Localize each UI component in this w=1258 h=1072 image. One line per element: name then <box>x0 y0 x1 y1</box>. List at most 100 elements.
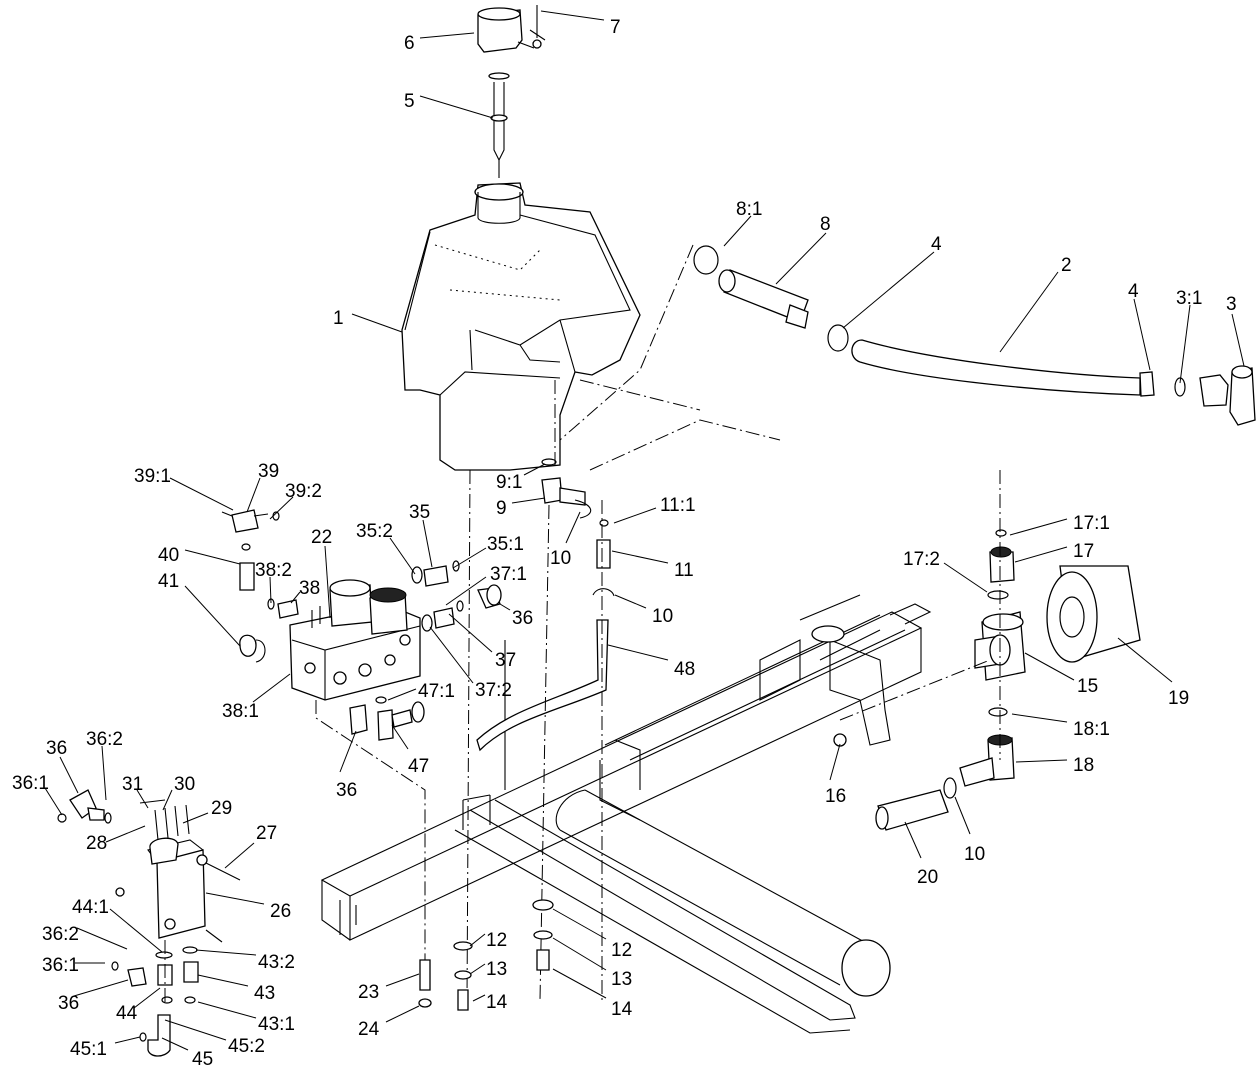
callout-leader <box>1014 546 1068 563</box>
callout-leader <box>339 730 357 773</box>
callout-leader <box>385 973 420 987</box>
callout-label: 8 <box>820 214 831 235</box>
callout-leader <box>164 1019 227 1041</box>
callout-label: 41 <box>158 571 179 592</box>
callout-label: 23 <box>358 982 379 1003</box>
callout-label: 36 <box>58 993 79 1014</box>
callout-leader <box>184 549 241 565</box>
callout-leader <box>197 974 249 987</box>
callout-label: 39 <box>258 461 279 482</box>
callout-label: 44 <box>116 1003 138 1024</box>
callout-label: 29 <box>211 798 232 819</box>
callout-leader <box>351 313 403 333</box>
callout-leader <box>552 968 607 999</box>
callout-label: 13 <box>611 969 632 990</box>
callout-label: 17:1 <box>1073 513 1110 534</box>
callout-leader <box>842 251 935 329</box>
callout-label: 2 <box>1061 255 1072 276</box>
lower-valve-block <box>57 789 241 1057</box>
callout-leader <box>269 576 272 604</box>
callout-label: 11:1 <box>660 495 696 516</box>
callout-leader <box>540 10 605 21</box>
callout-leader <box>389 537 416 575</box>
callout-label: 3:1 <box>1176 288 1202 309</box>
callout-leader <box>452 547 487 569</box>
callout-leader <box>419 32 475 39</box>
callout-label: 11 <box>674 560 694 581</box>
callout-leader <box>552 908 607 940</box>
callout-leader <box>324 545 331 619</box>
callout-label: 4 <box>931 234 942 255</box>
callout-label: 39:2 <box>285 481 322 502</box>
callout-leader <box>269 496 294 520</box>
filter-assembly <box>833 470 1141 831</box>
suction-hose-assembly <box>693 245 1256 426</box>
callout-leader <box>1009 518 1068 536</box>
callout-leader <box>614 594 647 609</box>
callout-leader <box>73 979 129 997</box>
callout-label: 30 <box>174 774 195 795</box>
callout-label: 24 <box>358 1019 380 1040</box>
routing-lines <box>559 244 781 471</box>
callout-label: 12 <box>486 930 507 951</box>
callout-leader <box>246 477 261 513</box>
callout-label: 9 <box>496 498 507 519</box>
callout-leader <box>469 933 486 947</box>
callout-label: 37:2 <box>475 680 512 701</box>
callout-label: 47:1 <box>418 681 455 702</box>
callout-leader <box>101 745 107 801</box>
callout-leader <box>44 787 63 816</box>
callout-label: 10 <box>652 606 673 627</box>
callout-label: 39:1 <box>134 466 171 487</box>
callout-leader <box>184 585 241 647</box>
callout-leader <box>775 232 827 285</box>
callout-label: 31 <box>122 774 143 795</box>
callout-leader <box>999 271 1059 353</box>
callout-leader <box>472 994 486 1002</box>
callout-leader <box>133 987 161 1009</box>
callout-label: 27 <box>256 823 277 844</box>
callout-leader <box>523 463 546 476</box>
callout-label: 37 <box>495 650 516 671</box>
callout-label: 36:2 <box>42 924 79 945</box>
callout-leader <box>387 688 417 701</box>
callout-label: 36:1 <box>42 955 79 976</box>
callout-label: 35:1 <box>487 534 524 555</box>
callout-leader-lines <box>44 10 1245 1051</box>
callout-label: 20 <box>917 867 938 888</box>
callout-leader <box>419 95 494 119</box>
callout-leader <box>904 821 922 859</box>
callout-leader <box>829 743 841 781</box>
callout-leader <box>448 613 493 653</box>
mount-hardware <box>418 899 554 1011</box>
callout-label: 45:1 <box>70 1039 107 1060</box>
callout-label: 13 <box>486 959 507 980</box>
callout-leader <box>552 937 607 971</box>
callout-label: 14 <box>486 992 508 1013</box>
callout-leader <box>469 963 486 975</box>
callout-label: 45:2 <box>228 1036 265 1057</box>
callout-leader <box>205 892 265 905</box>
callout-leader <box>195 949 257 956</box>
callout-label: 40 <box>158 545 179 566</box>
callout-label: 44:1 <box>72 897 109 918</box>
callout-label: 22 <box>311 527 332 548</box>
callout-label: 36 <box>512 608 533 629</box>
callout-label: 28 <box>86 833 107 854</box>
callout-label: 5 <box>404 91 415 112</box>
callout-leader <box>611 550 669 564</box>
callout-label: 48 <box>674 659 695 680</box>
callout-label: 7 <box>610 17 621 38</box>
callout-label: 14 <box>611 999 633 1020</box>
callout-leader <box>1024 652 1075 681</box>
callout-label: 36 <box>46 738 67 759</box>
hydraulic-tank <box>401 182 641 471</box>
callout-label: 38:2 <box>255 560 292 581</box>
callout-label: 43:2 <box>258 952 295 973</box>
callout-leader <box>607 644 669 661</box>
callout-label: 16 <box>825 786 846 807</box>
callout-leader <box>59 756 79 794</box>
callout-leader <box>224 842 255 869</box>
